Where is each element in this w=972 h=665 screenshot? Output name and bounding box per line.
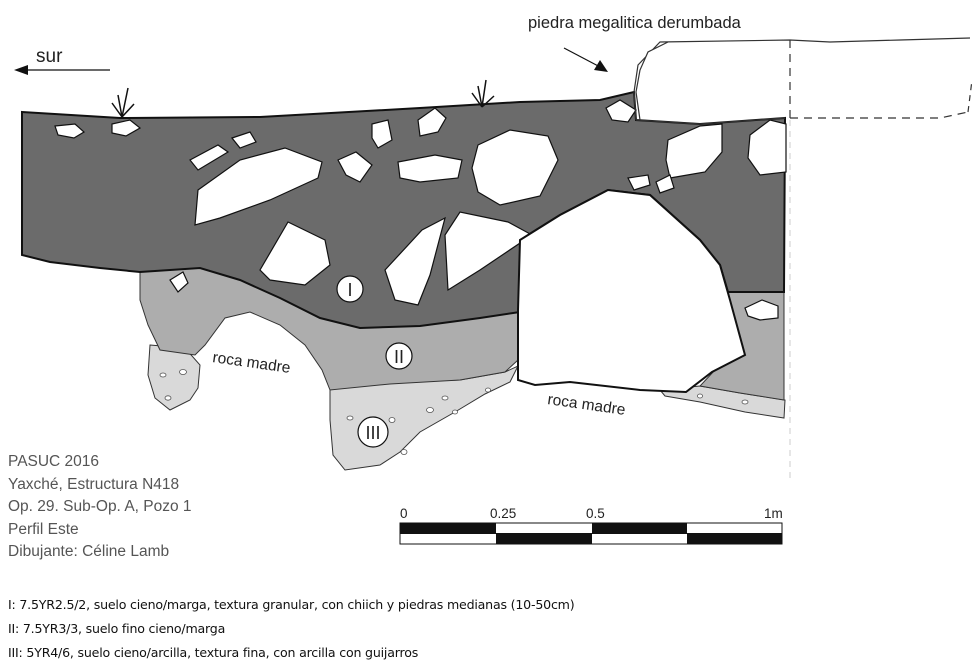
svg-text:I: I [347,280,352,300]
scale-tick-1m: 1m [764,506,783,521]
legend-item: I: 7.5YR2.5/2, suelo cieno/marga, textur… [8,597,575,612]
stones [54,99,787,321]
annotation-arrow [563,47,608,72]
layer-marker-III: III [357,416,389,448]
info-line: Yaxché, Estructura N418 [8,475,180,493]
legend-item: II: 7.5YR3/3, suelo fino cieno/marga [8,621,226,636]
direction-label: sur [36,46,63,67]
layer-marker-II: II [385,342,413,370]
info-line: Perfil Este [8,520,79,538]
info-block: PASUC 2016 Yaxché, Estructura N418 Op. 2… [8,451,192,564]
layer-marker-I: I [336,275,364,303]
bedrock-label: roca madre [211,349,291,377]
direction-arrow [14,65,110,75]
svg-text:III: III [365,423,380,443]
legend-item: III: 5YR4/6, suelo cieno/arcilla, textur… [8,645,419,660]
large-stone [517,188,747,394]
annotation-label: piedra megalitica derumbada [528,14,742,32]
megalithic-stone [633,37,972,125]
pebbles [159,369,749,455]
info-line: Dibujante: Céline Lamb [8,543,170,560]
info-line: PASUC 2016 [8,453,100,470]
scale-tick-025: 0.25 [490,506,516,521]
info-line: Op. 29. Sub-Op. A, Pozo 1 [8,498,192,515]
grass-icon [111,79,495,118]
svg-text:II: II [394,347,404,367]
layer-legend: I: 7.5YR2.5/2, suelo cieno/marga, textur… [8,593,575,665]
scale-tick-0: 0 [400,506,408,521]
scale-bar: 0 0.25 0.5 1m [399,506,783,545]
bedrock-label-2: roca madre [546,391,626,419]
scale-tick-05: 0.5 [586,506,605,521]
